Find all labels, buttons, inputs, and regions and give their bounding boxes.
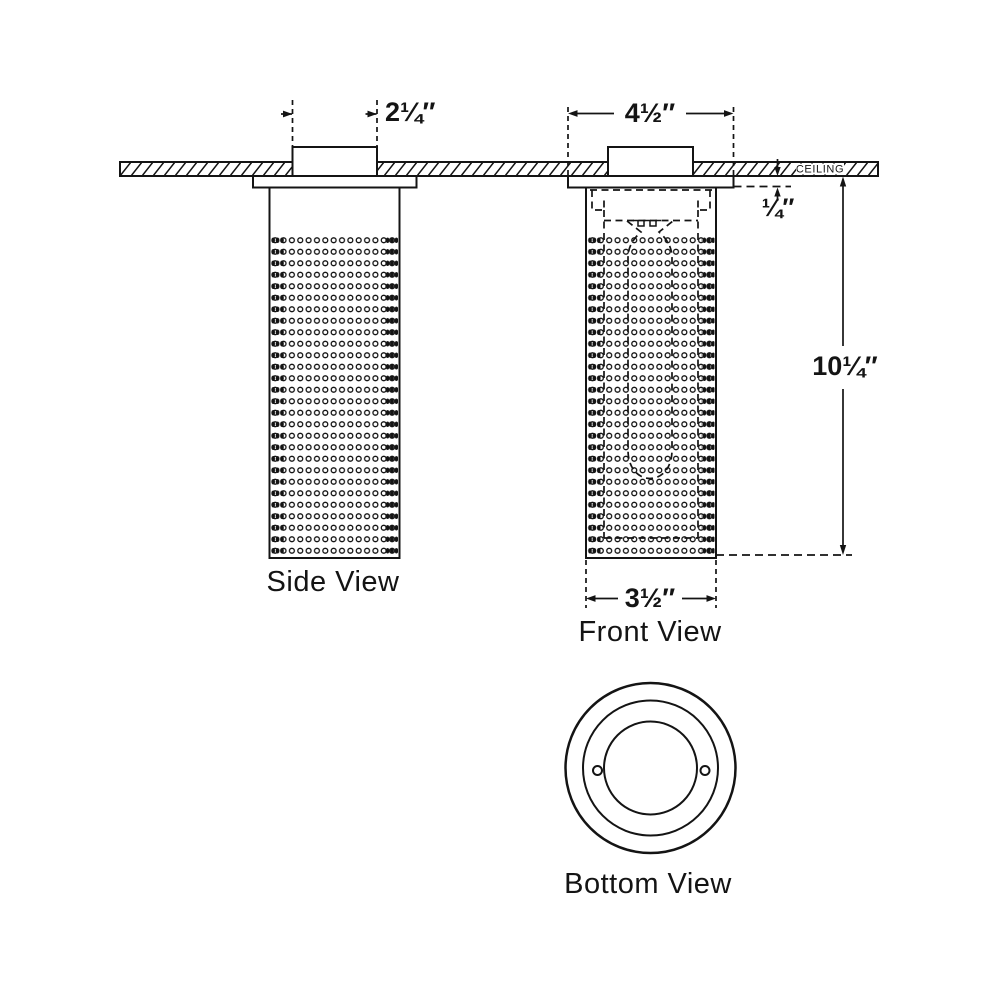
bottom-view-label: Bottom View	[564, 868, 732, 900]
hidden-socket-detail	[633, 219, 661, 227]
bottom-view: Bottom View	[564, 681, 737, 900]
dim-label-canopy-width: 4½″	[625, 98, 676, 128]
dim-arrow	[774, 167, 781, 176]
front-view: 4½″ ¼″ 10¼″ 3½″	[567, 98, 878, 648]
front-perforation-grid	[587, 234, 715, 557]
dim-arrow	[774, 187, 781, 197]
screw-hole-left	[592, 765, 603, 776]
bottom-inner-lens-circle	[603, 720, 698, 816]
side-view: 2¼″ Side View	[252, 97, 436, 598]
dim-label-canopy-top-width: 2¼″	[385, 97, 436, 127]
ceiling-label-backing	[796, 163, 844, 175]
dim-arrow	[706, 595, 716, 602]
dim-arrow	[839, 176, 847, 187]
front-canopy-flange	[567, 175, 735, 189]
screw-hole-right	[699, 765, 711, 776]
front-view-label: Front View	[578, 616, 722, 648]
dim-label-canopy-thickness: ¼″	[762, 194, 795, 222]
dim-arrow	[586, 595, 596, 602]
dim-label-shade-diameter: 3½″	[625, 583, 676, 613]
side-view-label: Side View	[267, 566, 400, 598]
dim-arrow	[367, 110, 377, 118]
dim-arrow	[283, 110, 293, 118]
hidden-right-clip	[697, 190, 711, 211]
ceiling-hatch-band	[119, 161, 879, 177]
front-perforation-left-edge	[587, 234, 601, 557]
dimension-canopy-top-width: 2¼″	[281, 97, 436, 146]
ceiling-label: CEILING	[796, 164, 844, 176]
dim-label-overall-height: 10¼″	[812, 351, 878, 381]
dimension-canopy-width: 4½″	[567, 98, 735, 175]
dim-arrow	[724, 110, 734, 117]
side-canopy-flange	[252, 175, 418, 189]
front-perforation-right-edge	[701, 234, 715, 557]
hidden-lamp-bulb	[626, 220, 674, 480]
dim-arrow	[568, 110, 578, 117]
side-perforation-right-edge	[385, 234, 398, 557]
dimension-shade-diameter: 3½″	[585, 560, 717, 613]
dimension-canopy-thickness: ¼″	[733, 159, 795, 222]
side-perforation-left-edge	[271, 234, 284, 557]
front-hidden-internals	[590, 189, 712, 539]
front-junction-box	[607, 146, 694, 177]
dimension-overall-height: 10¼″	[716, 176, 878, 556]
hidden-left-clip	[591, 190, 605, 211]
dim-arrow	[839, 545, 847, 555]
side-junction-box	[291, 146, 378, 177]
ceiling-callout: CEILING	[796, 163, 844, 176]
side-perforation-grid	[271, 234, 398, 557]
ceiling-section	[119, 161, 879, 177]
